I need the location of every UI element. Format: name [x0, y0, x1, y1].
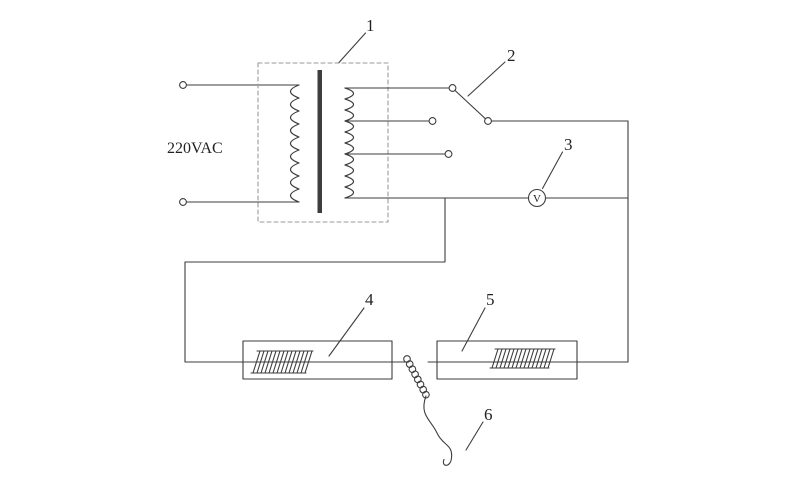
right-rail — [576, 120, 629, 363]
transformer-primary-coil — [289, 84, 300, 203]
transformer-enclosure — [257, 62, 389, 223]
label-voltmeter-leader — [541, 151, 564, 190]
label-right-coil-leader — [461, 307, 486, 352]
lower-feed-wire — [184, 197, 446, 363]
label-filament-leader — [465, 421, 484, 451]
labels: 220VAC 1 2 3 4 5 6 V — [167, 16, 573, 424]
label-transformer: 1 — [366, 16, 375, 35]
switch-arm — [454, 90, 486, 120]
supply-terminal-top — [179, 81, 187, 89]
label-filament: 6 — [484, 405, 493, 424]
label-left-coil-leader — [328, 307, 365, 357]
source-voltage-label: 220VAC — [167, 140, 223, 157]
supply-terminal-bottom — [179, 198, 187, 206]
label-left-coil: 4 — [365, 290, 374, 309]
tap-contact-middle — [428, 117, 437, 125]
tap-contact-top — [448, 84, 457, 92]
label-tap-switch-leader — [467, 61, 506, 97]
transformer-secondary-coil — [344, 87, 355, 199]
label-voltmeter: 3 — [564, 135, 573, 154]
left-coil-housing — [242, 340, 393, 380]
filament-hook — [423, 395, 453, 466]
secondary-tap-wires — [344, 87, 450, 155]
voltmeter-letter: V — [533, 193, 541, 205]
tap-contact-bottom — [444, 150, 453, 158]
label-transformer-leader — [338, 32, 367, 64]
transformer-core — [317, 70, 322, 213]
left-coil-winding-hatch — [252, 350, 313, 374]
wires-and-symbols — [179, 32, 629, 466]
label-tap-switch: 2 — [507, 46, 516, 65]
switch-pivot — [484, 117, 492, 125]
right-coil-winding-hatch — [491, 348, 555, 369]
filament-spiral — [403, 355, 430, 399]
right-coil-housing — [436, 340, 578, 380]
label-right-coil: 5 — [486, 290, 495, 309]
